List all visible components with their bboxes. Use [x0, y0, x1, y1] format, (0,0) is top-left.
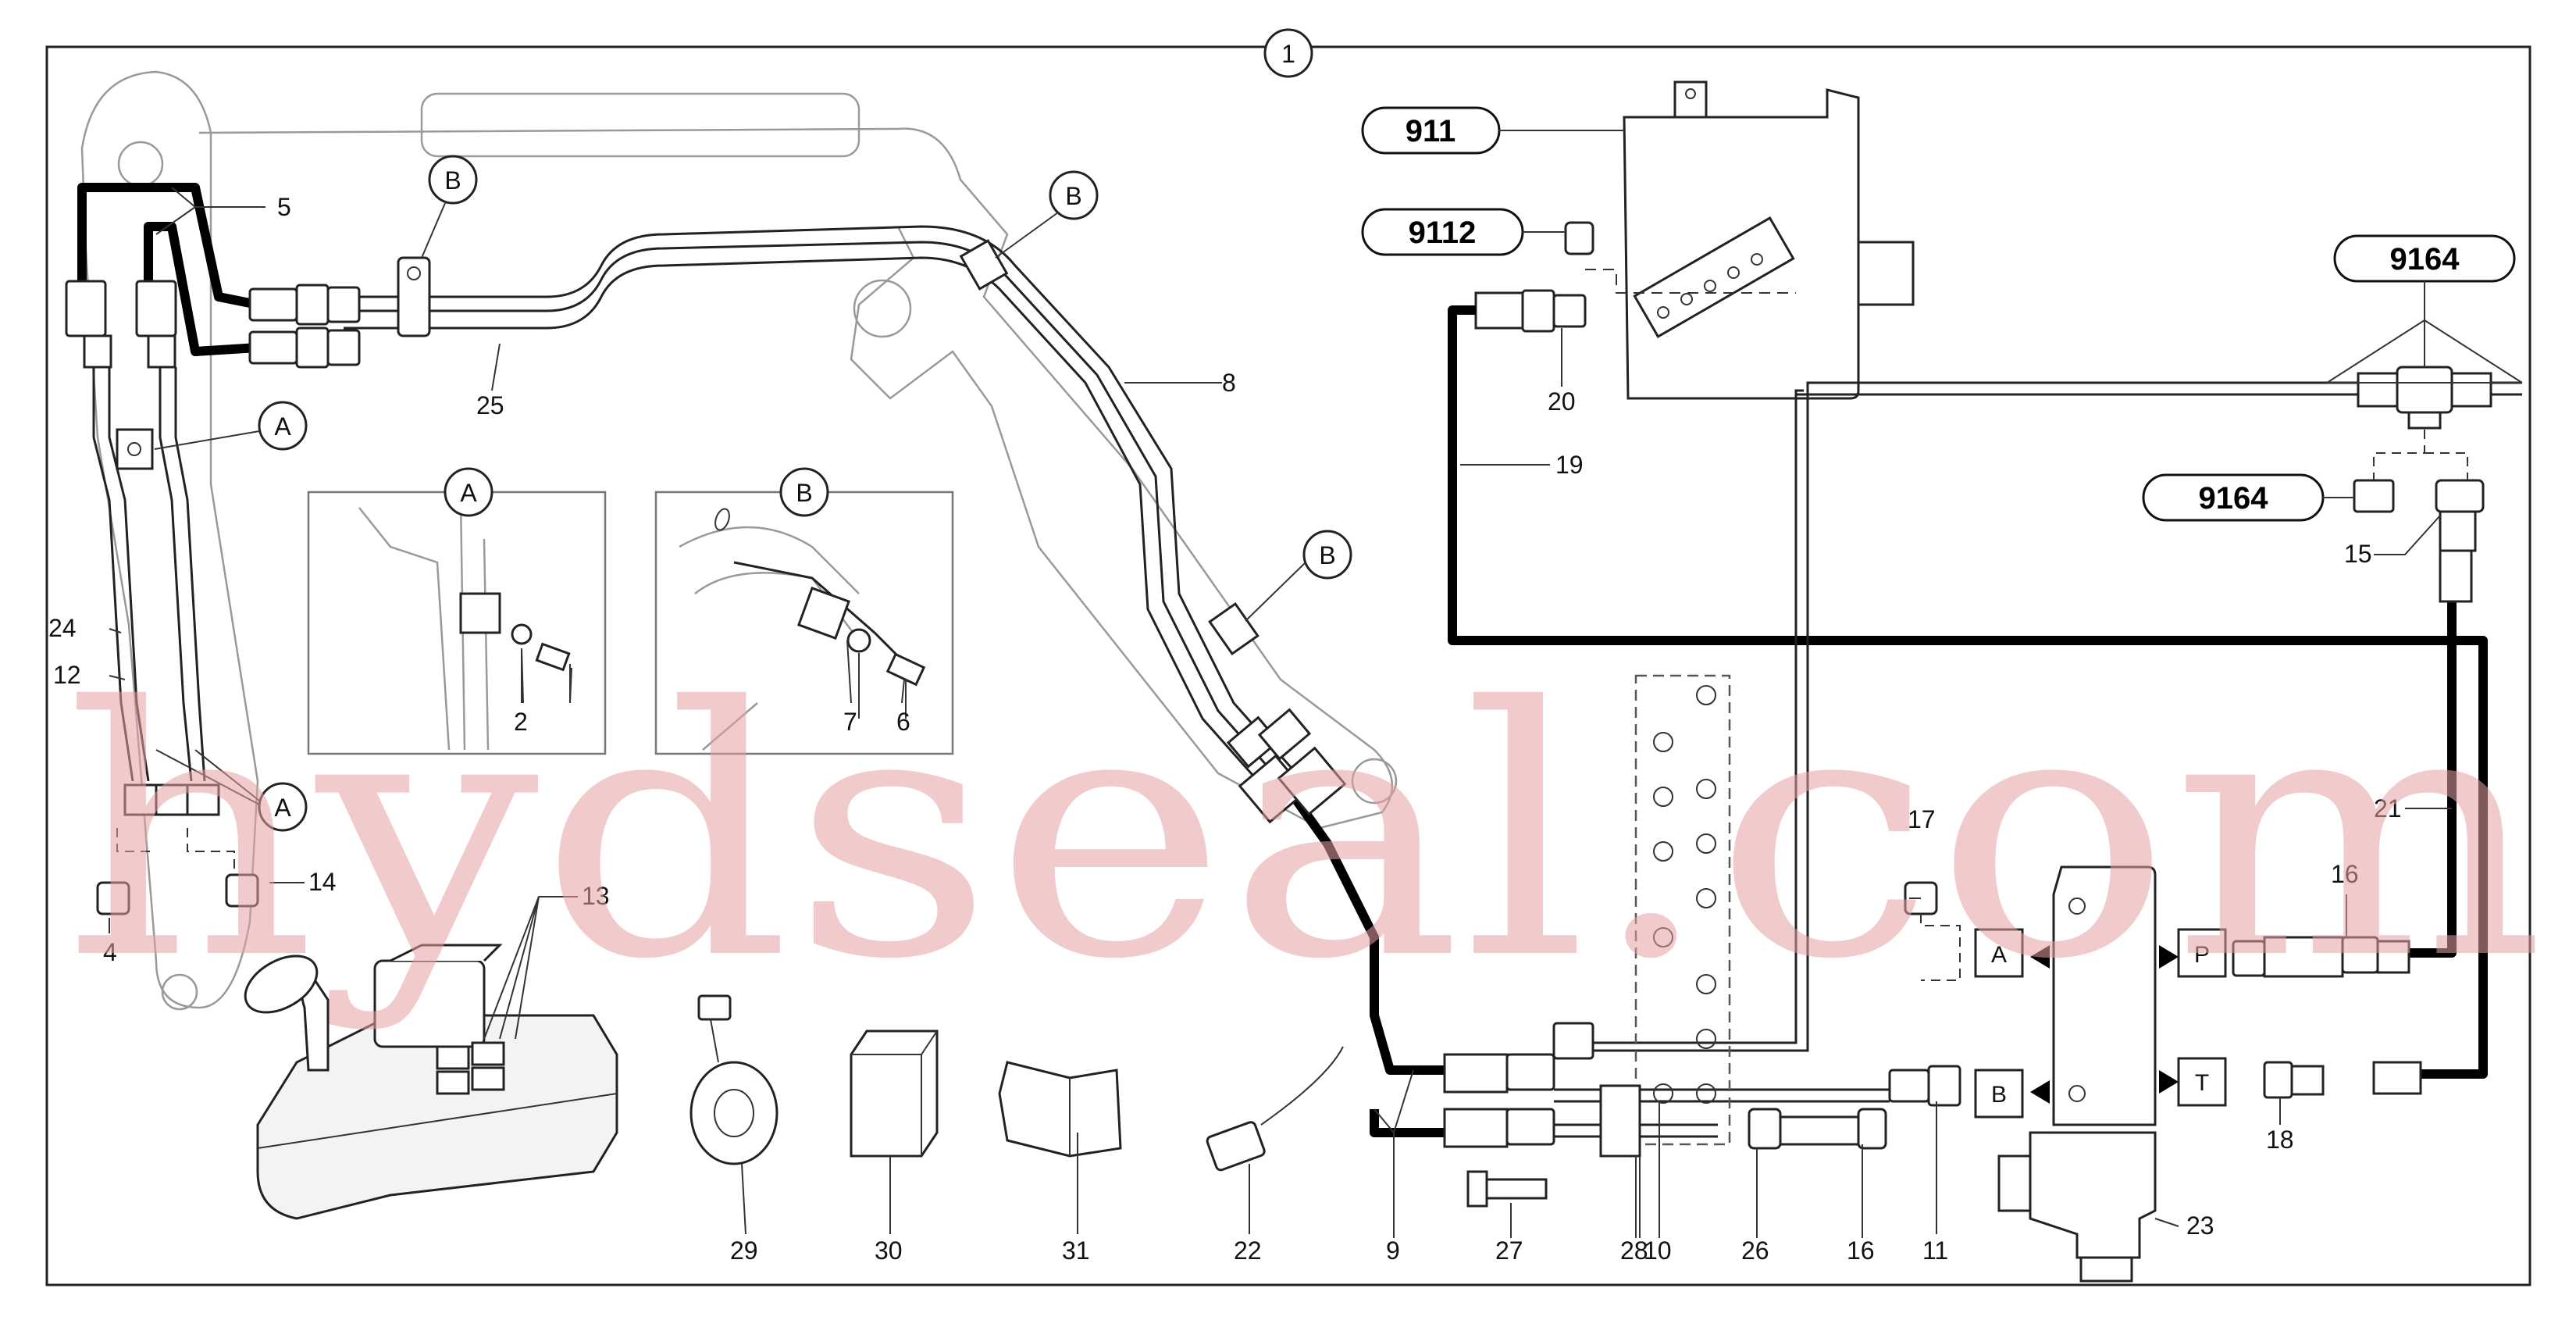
svg-text:A: A	[1991, 942, 2007, 968]
label-28: 28	[1620, 1236, 1648, 1265]
label-25: 25	[476, 391, 504, 419]
label-31: 31	[1062, 1236, 1090, 1265]
callouts: B B B A A	[154, 155, 1352, 832]
label-12: 12	[53, 661, 81, 689]
label-8: 8	[1222, 369, 1236, 397]
label-16b: 16	[1847, 1236, 1875, 1265]
label-18: 18	[2266, 1126, 2294, 1154]
tee-9164	[2326, 319, 2523, 603]
svg-text:T: T	[2195, 1070, 2209, 1096]
mounting-plate	[1634, 674, 1731, 1146]
detail-box-b: B	[654, 467, 954, 755]
label-15: 15	[2344, 540, 2372, 568]
leader-lines	[109, 187, 2452, 1238]
svg-text:911: 911	[1406, 114, 1456, 148]
label-4: 4	[103, 938, 117, 966]
detail-a-callout: A	[460, 479, 477, 507]
boom-outline	[80, 70, 1398, 1011]
svg-text:B: B	[1319, 541, 1335, 569]
hose-19-21	[1448, 305, 2488, 1079]
part-labels: 5 25 8 24 12 4 14 13 2 7 6 29 30 31 22 9…	[48, 193, 2402, 1265]
boom-hose-group	[77, 183, 1445, 1137]
ref-9164-mid: 9164	[2142, 473, 2354, 522]
valve-23	[1888, 865, 2422, 1283]
svg-text:B: B	[1065, 182, 1081, 210]
label-22: 22	[1234, 1236, 1262, 1265]
label-13: 13	[582, 882, 610, 910]
label-7: 7	[843, 708, 857, 736]
label-5: 5	[277, 193, 291, 221]
plug-and-fittings	[1474, 221, 1796, 333]
label-21: 21	[2374, 794, 2402, 823]
label-29: 29	[730, 1236, 758, 1265]
loose-parts	[689, 994, 1344, 1172]
svg-text:9112: 9112	[1409, 216, 1477, 250]
ref-9112: 9112	[1361, 208, 1566, 256]
label-26: 26	[1741, 1236, 1769, 1265]
ref-911: 911	[1361, 106, 1624, 155]
svg-text:9164: 9164	[2199, 481, 2269, 516]
label-24: 24	[48, 614, 77, 642]
label-23: 23	[2186, 1211, 2214, 1240]
label-17: 17	[1908, 805, 1936, 833]
label-11: 11	[1922, 1236, 1948, 1265]
manifold-fittings	[1443, 1022, 1887, 1208]
svg-text:B: B	[444, 166, 461, 194]
frame-number-circle	[1263, 28, 1313, 78]
label-9: 9	[1386, 1236, 1400, 1265]
svg-text:P: P	[2194, 942, 2210, 968]
label-19: 19	[1555, 451, 1584, 479]
svg-text:9164: 9164	[2390, 242, 2460, 277]
label-6: 6	[896, 708, 910, 736]
detail-b-callout: B	[796, 479, 812, 507]
ports: A B P T	[1991, 942, 2210, 1108]
boom-fittings	[65, 239, 1347, 824]
frame-number: 1	[1281, 40, 1295, 68]
label-27: 27	[1495, 1236, 1523, 1265]
lower-boom-pipes	[92, 367, 259, 915]
svg-text:A: A	[274, 794, 291, 822]
watermark: hydseal.com	[62, 634, 2546, 1034]
detail-box-a: A	[307, 467, 607, 755]
detail-b-callout-circle	[779, 467, 829, 517]
valve-911	[1623, 80, 1915, 400]
label-20: 20	[1548, 387, 1576, 416]
svg-text:A: A	[274, 412, 291, 441]
label-10: 10	[1644, 1236, 1672, 1265]
svg-text:B: B	[1991, 1082, 2007, 1108]
ref-9164-top: 9164	[2333, 234, 2516, 320]
label-2: 2	[514, 708, 528, 736]
detail-a-callout-circle	[444, 467, 493, 517]
label-30: 30	[875, 1236, 903, 1265]
label-14: 14	[308, 868, 337, 896]
control-console	[244, 944, 618, 1220]
label-16a: 16	[2331, 860, 2359, 888]
